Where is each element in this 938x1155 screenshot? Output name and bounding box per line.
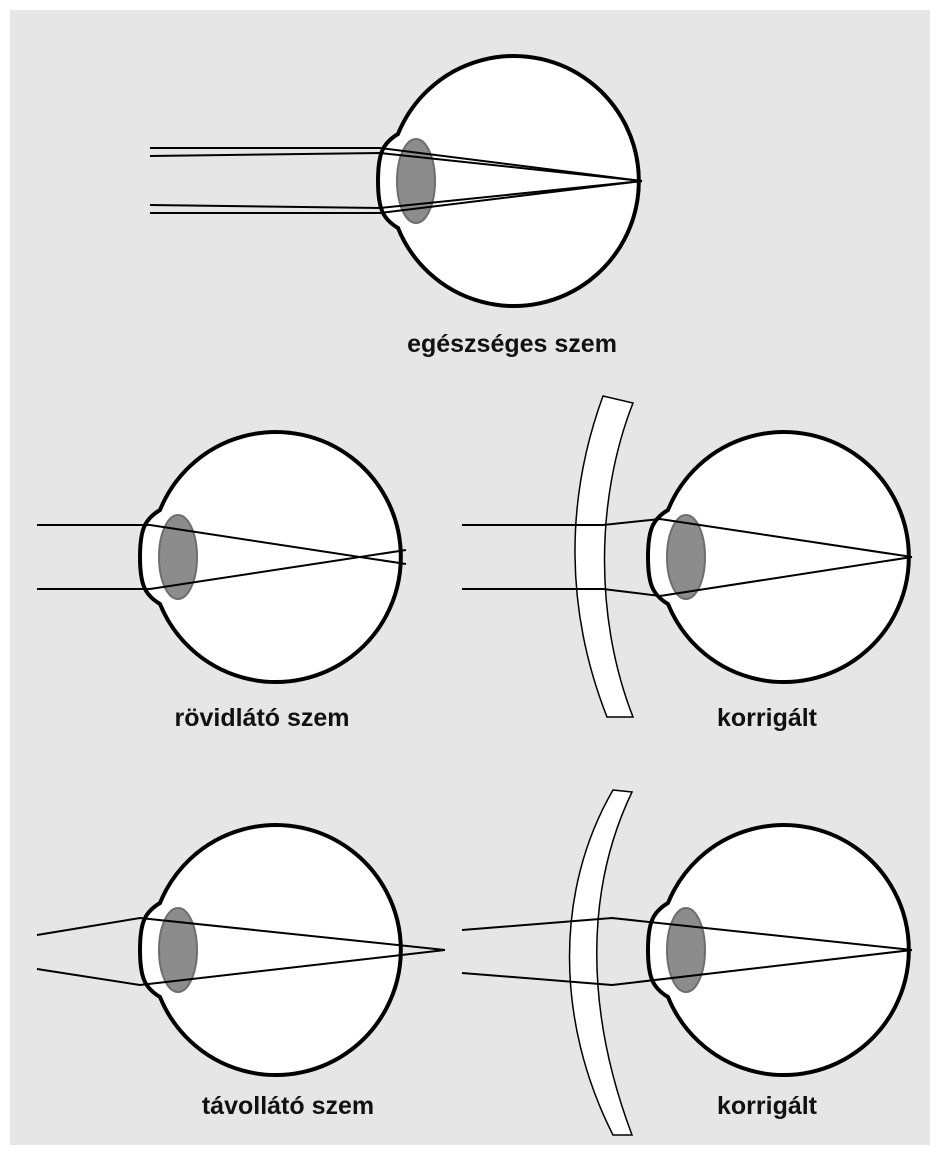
concave-lens-myopic bbox=[575, 396, 633, 717]
label-healthy-eye: egészséges szem bbox=[407, 330, 617, 359]
convex-lens-hyperopic bbox=[570, 790, 633, 1135]
hyperopic-corrected-eye bbox=[648, 825, 909, 1075]
label-hyperopic-corrected: korrigált bbox=[717, 1092, 817, 1121]
label-hyperopic-eye: távollátó szem bbox=[202, 1092, 374, 1121]
myopic-corrected-eye bbox=[648, 432, 909, 682]
hyperopic-eye bbox=[140, 825, 401, 1075]
label-myopic-eye: rövidlátó szem bbox=[174, 704, 349, 733]
label-myopic-corrected: korrigált bbox=[717, 704, 817, 733]
healthy-eye bbox=[378, 56, 639, 306]
